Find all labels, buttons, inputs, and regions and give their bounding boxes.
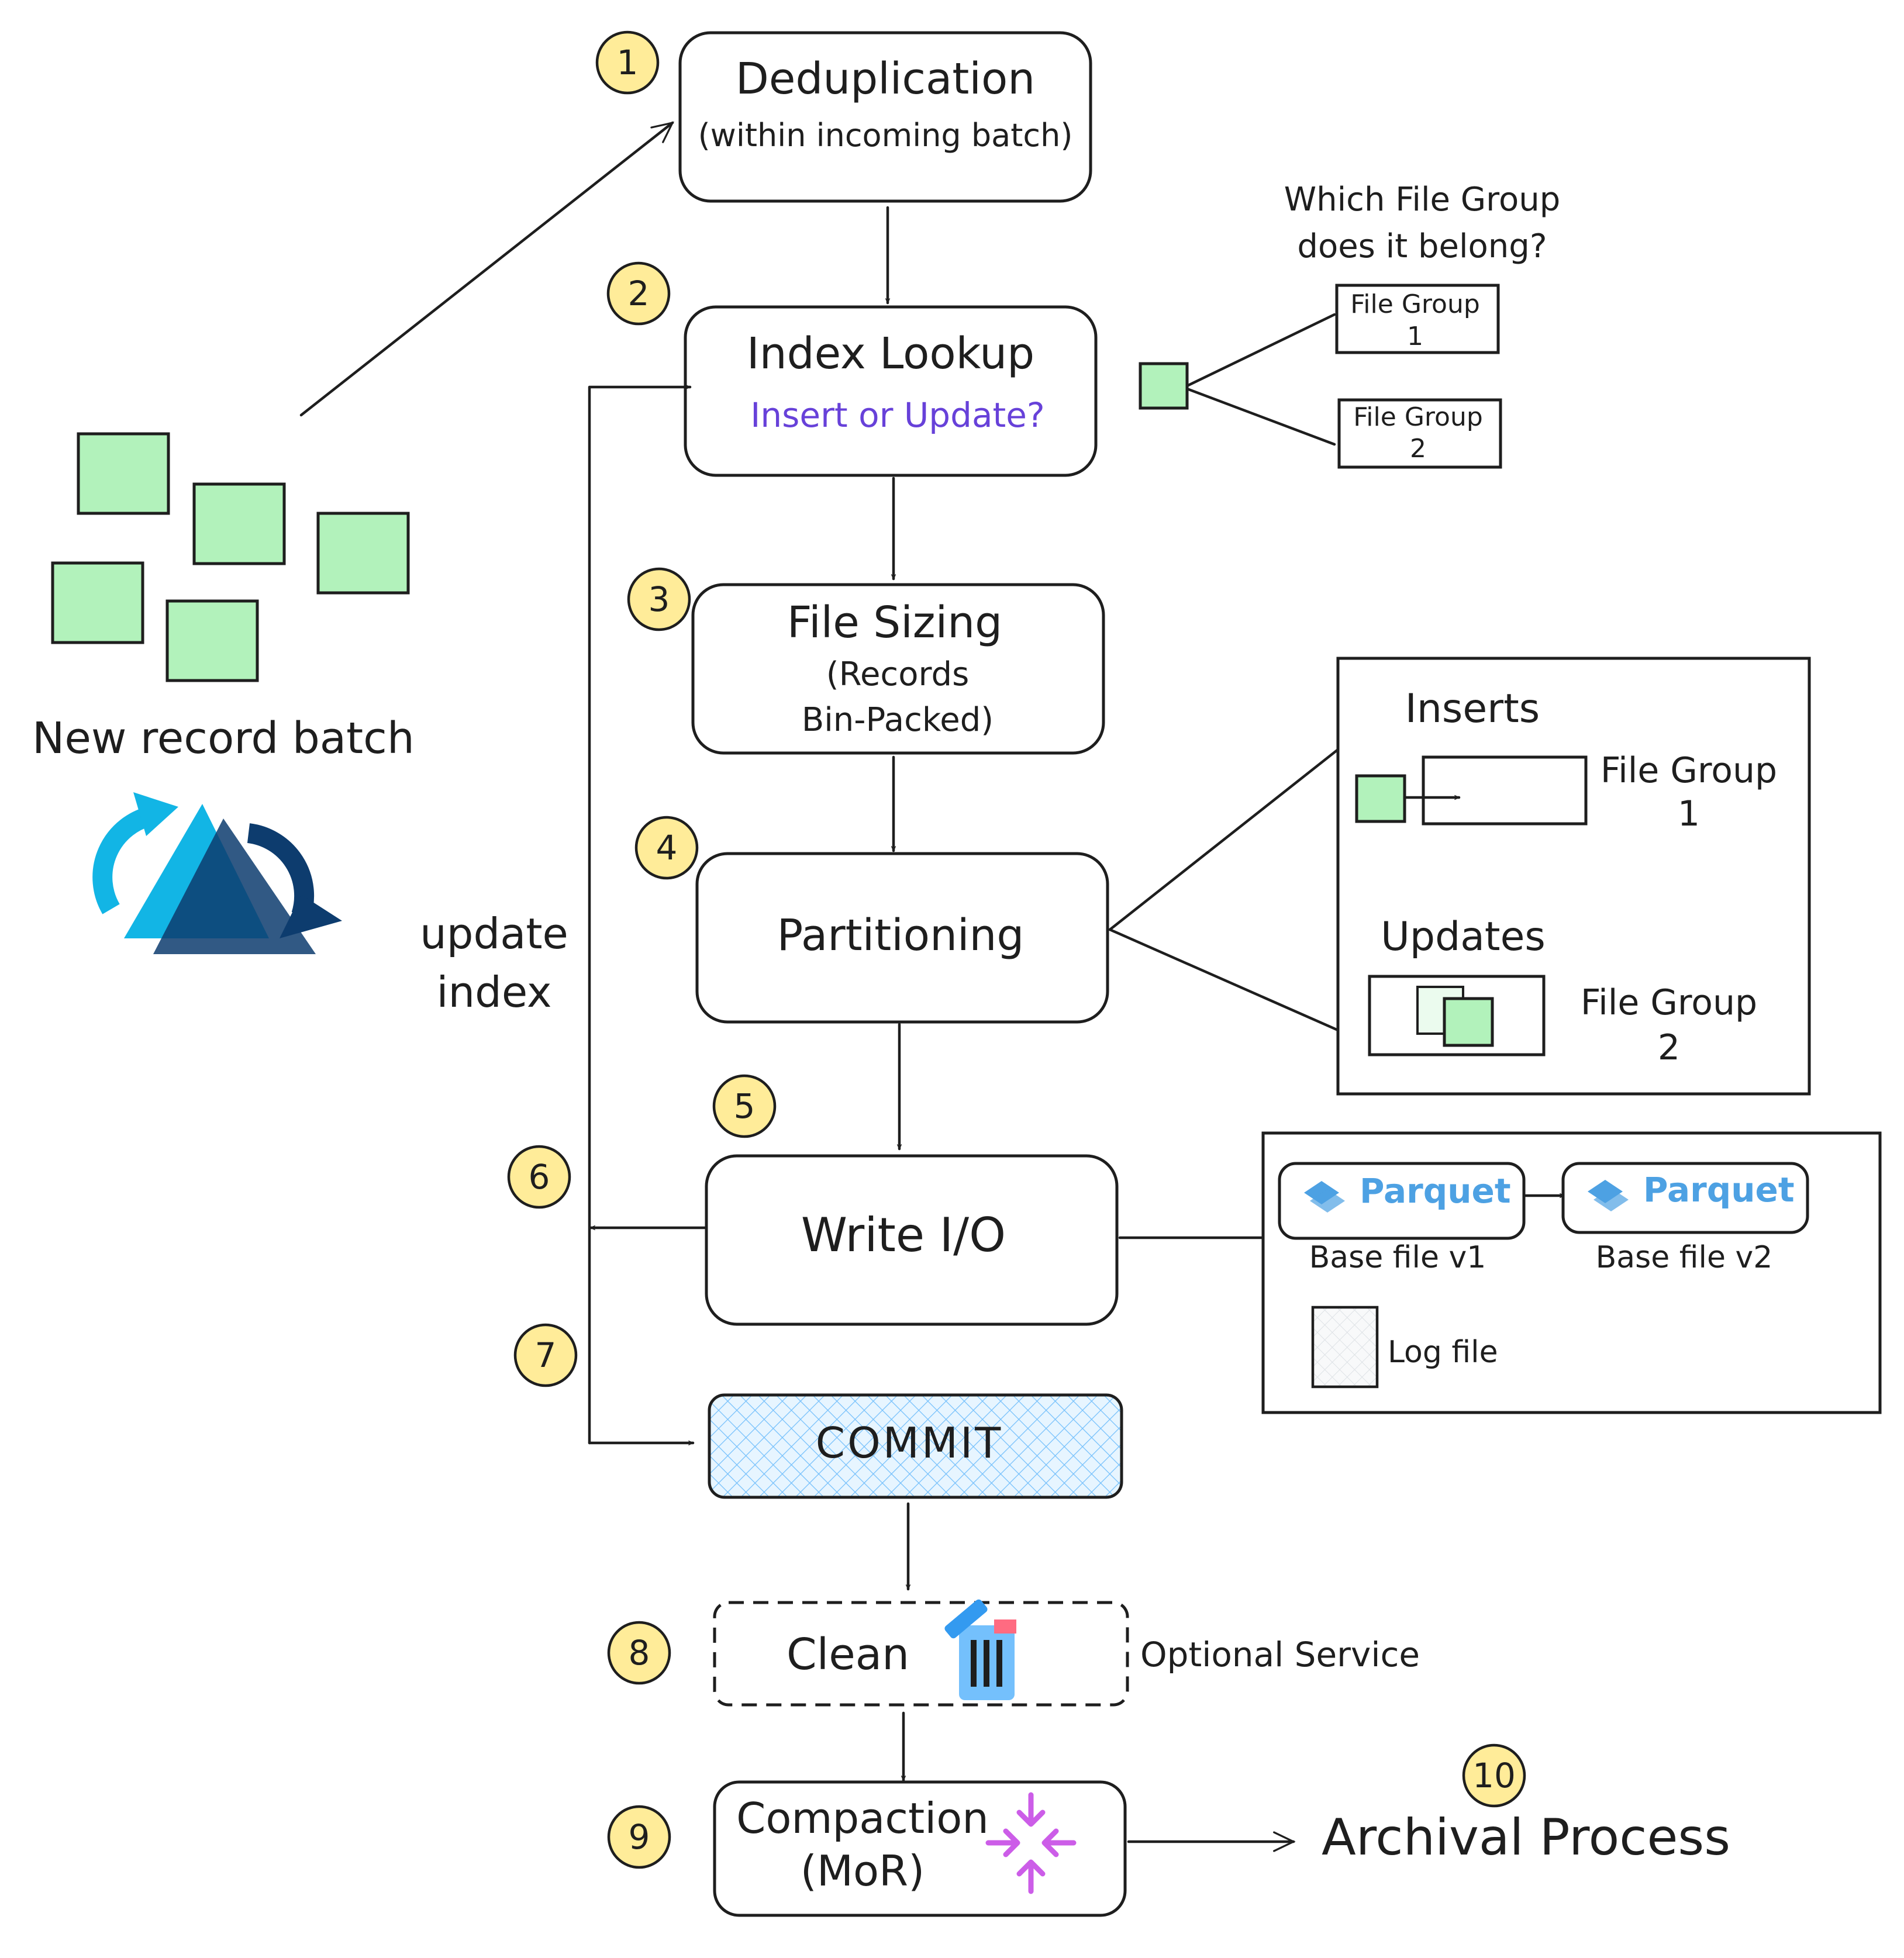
step-badge-2: 2 [606, 261, 671, 326]
svg-text:8: 8 [629, 1633, 650, 1673]
step-badge-10: 10 [1462, 1743, 1526, 1808]
svg-text:1: 1 [617, 43, 639, 82]
record-square [192, 482, 286, 565]
hudi-logo-icon [92, 792, 342, 954]
batch-to-dedup-arrow [299, 121, 674, 417]
svg-text:7: 7 [535, 1335, 557, 1375]
inserts-label: Inserts [1405, 686, 1540, 732]
optional-service-label: Optional Service [1140, 1635, 1420, 1674]
partition-to-inserts [1108, 748, 1340, 931]
partitioning-title: Partitioning [777, 910, 1025, 961]
step-badge-1: 1 [595, 30, 660, 95]
parquet-logo-icon [1588, 1180, 1629, 1211]
file-sizing-box [691, 583, 1105, 755]
step-badge-6: 6 [507, 1145, 571, 1209]
update-index-line1: update [420, 909, 568, 958]
which-group-line1: Which File Group [1284, 181, 1561, 219]
base-file-v1-label: Base file v1 [1309, 1240, 1486, 1275]
updates-label: Updates [1381, 914, 1546, 960]
lookup-file-group-2 [1337, 398, 1502, 469]
lookup-record [1139, 362, 1189, 410]
dedup-box [678, 31, 1092, 203]
commit-box [708, 1393, 1123, 1499]
compaction-title: Compaction [736, 1794, 989, 1843]
lookup-fg1-label: File Group [1350, 289, 1480, 319]
dedup-title: Deduplication [736, 54, 1035, 104]
insert-fg-label: File Group [1601, 750, 1777, 791]
insert-fg-number: 1 [1678, 793, 1700, 834]
record-square [165, 599, 259, 682]
update-index-loop [588, 387, 692, 1445]
parquet-logo-icon [1304, 1181, 1345, 1213]
write-io-title: Write I/O [801, 1208, 1006, 1262]
fg1-connector [1185, 313, 1336, 388]
which-group-line2: does it belong? [1297, 227, 1547, 265]
parquet-base-v1 [1278, 1162, 1526, 1240]
svg-text:6: 6 [529, 1157, 550, 1197]
update-fg-number: 2 [1658, 1027, 1680, 1068]
lookup-fg2-label: File Group [1353, 402, 1483, 432]
archival-title: Archival Process [1322, 1808, 1730, 1867]
parquet-label-v2: Parquet [1643, 1170, 1795, 1210]
index-lookup-box [684, 305, 1098, 477]
fg2-connector [1185, 387, 1336, 446]
step-badge-4: 4 [634, 816, 699, 880]
record-square [51, 561, 144, 644]
insert-record [1355, 774, 1406, 823]
trash-can-icon [944, 1599, 1016, 1700]
partition-to-updates [1108, 928, 1340, 1032]
clean-title: Clean [787, 1629, 909, 1680]
index-lookup-title: Index Lookup [747, 329, 1034, 379]
svg-text:4: 4 [656, 828, 678, 868]
file-sizing-sub2: Bin-Packed) [802, 701, 994, 739]
svg-text:5: 5 [734, 1086, 756, 1126]
lookup-fg1-number: 1 [1407, 322, 1423, 351]
parquet-base-v2 [1561, 1162, 1809, 1234]
file-sizing-title: File Sizing [787, 598, 1002, 648]
updated-record [1443, 997, 1494, 1047]
svg-text:9: 9 [629, 1817, 650, 1857]
lookup-file-group-1 [1335, 284, 1500, 354]
compaction-subtitle: (MoR) [801, 1846, 925, 1895]
commit-title: COMMIT [816, 1418, 1003, 1467]
step-badge-9: 9 [607, 1805, 671, 1869]
clean-box [713, 1601, 1129, 1707]
write-io-box [705, 1154, 1119, 1326]
record-square [316, 512, 410, 595]
base-file-v2-label: Base file v2 [1596, 1240, 1773, 1275]
svg-text:3: 3 [649, 579, 670, 619]
svg-text:10: 10 [1472, 1756, 1516, 1795]
step-badge-3: 3 [627, 567, 691, 631]
step-badge-7: 7 [513, 1323, 578, 1387]
insert-or-update-label: Insert or Update? [750, 395, 1044, 435]
compaction-arrows-icon [985, 1792, 1077, 1894]
batch-label: New record batch [32, 713, 415, 764]
update-index-line2: index [437, 968, 552, 1017]
svg-text:2: 2 [628, 274, 650, 313]
file-sizing-sub1: (Records [826, 655, 970, 693]
update-fg-label: File Group [1581, 982, 1757, 1023]
insert-file-group-box [1422, 755, 1588, 826]
parquet-label-v1: Parquet [1360, 1171, 1511, 1211]
step-badge-8: 8 [607, 1621, 671, 1685]
record-batch [51, 432, 410, 682]
partitioning-box [695, 852, 1109, 1024]
log-file-label: Log file [1388, 1335, 1498, 1370]
step-badge-5: 5 [712, 1074, 777, 1138]
lookup-fg2-number: 2 [1410, 434, 1426, 464]
log-file-box [1311, 1306, 1379, 1389]
dedup-subtitle: (within incoming batch) [698, 117, 1073, 154]
record-square [77, 432, 170, 515]
